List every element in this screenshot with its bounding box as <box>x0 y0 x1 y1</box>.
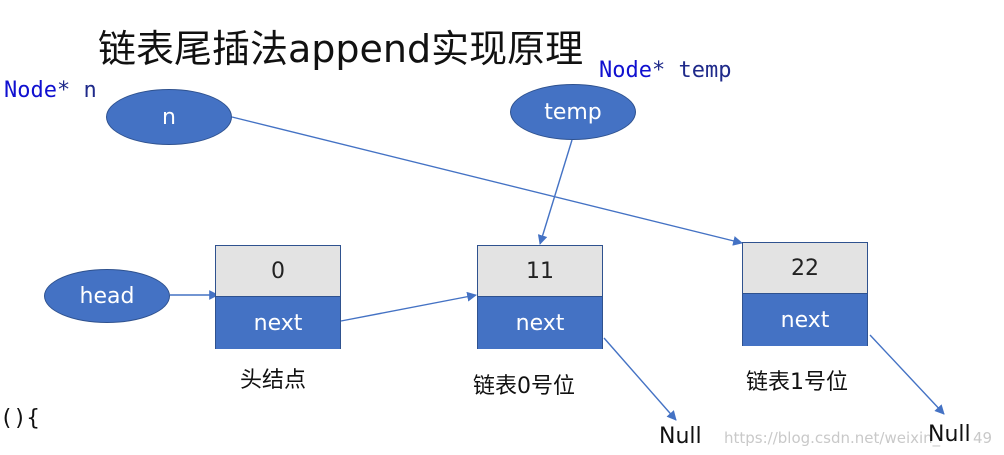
ellipse-head: head <box>44 269 170 323</box>
code-fragment: (){ <box>0 406 40 431</box>
code-label-node-temp: Node* temp <box>599 58 731 83</box>
node-value: 22 <box>743 243 867 294</box>
watermark: https://blog.csdn.net/weixin_ <box>724 429 941 447</box>
null-label-2: Null <box>928 422 971 447</box>
arrow-node0-next-to-node1 <box>340 291 477 322</box>
node-value: 11 <box>478 246 602 297</box>
arrow-temp-to-node1 <box>537 139 573 245</box>
node-next: next <box>216 297 340 349</box>
code-var: * temp <box>651 58 732 83</box>
arrow-node2-next-to-null <box>869 334 945 415</box>
caption-node-1: 链表0号位 <box>473 374 575 399</box>
node-next: next <box>743 294 867 346</box>
arrow-n-to-node2 <box>231 116 743 246</box>
arrow-node1-next-to-null <box>603 337 677 421</box>
code-var: * n <box>56 78 97 103</box>
ellipse-n: n <box>106 89 232 145</box>
list-node-1: 11 next <box>477 245 603 349</box>
watermark-tail: 49 <box>973 429 993 447</box>
caption-node-2: 链表1号位 <box>746 370 848 395</box>
node-next: next <box>478 297 602 349</box>
node-value: 0 <box>216 246 340 297</box>
caption-node-0: 头结点 <box>240 368 307 393</box>
code-type: Node <box>599 58 652 83</box>
null-label-1: Null <box>659 424 702 449</box>
list-node-2: 22 next <box>742 242 868 346</box>
ellipse-temp: temp <box>510 84 636 140</box>
list-node-0: 0 next <box>215 245 341 349</box>
code-type: Node <box>4 78 57 103</box>
code-label-node-n: Node* n <box>4 78 97 103</box>
diagram-title: 链表尾插法append实现原理 <box>98 27 584 71</box>
